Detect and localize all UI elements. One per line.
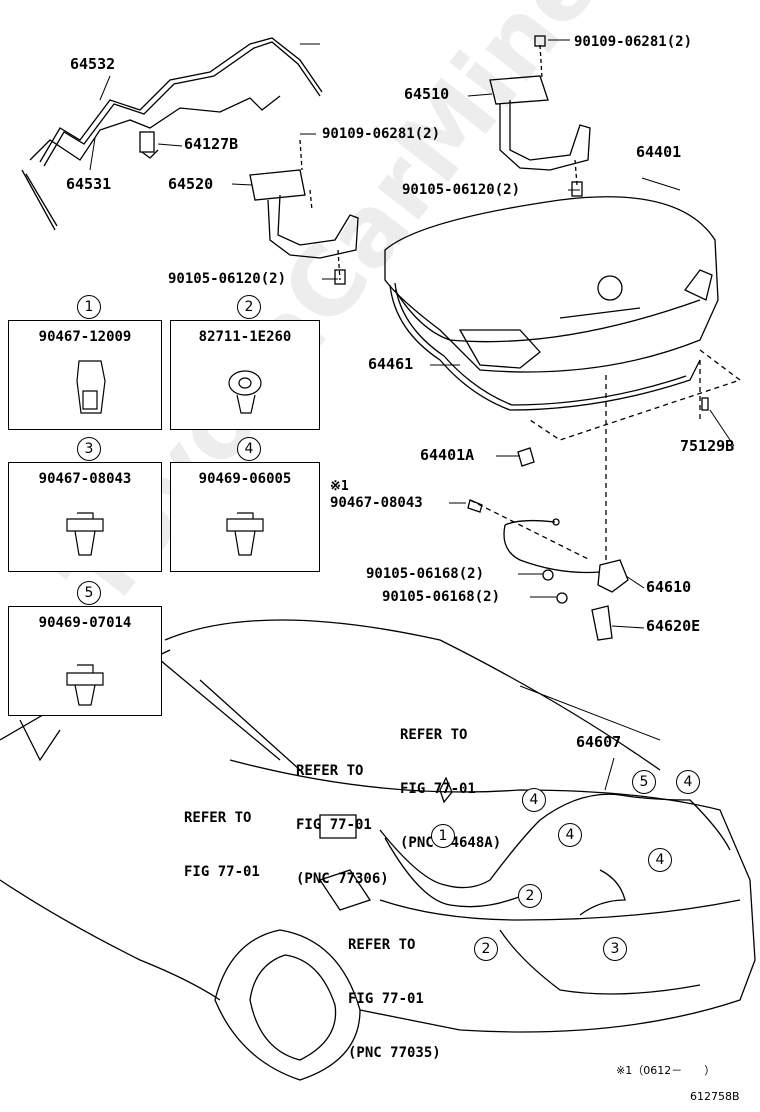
label-75129b: 75129B (680, 437, 735, 455)
callout-4c: 4 (648, 848, 672, 872)
clip-box-2-code: 82711-1E260 (198, 329, 292, 345)
callout-5: 5 (632, 770, 656, 794)
label-64607: 64607 (576, 733, 622, 751)
label-64610: 64610 (646, 578, 692, 596)
box-number-2: 2 (237, 295, 261, 319)
box-number-5: 5 (77, 581, 101, 605)
ref-line: REFER TO (184, 810, 252, 826)
dashed-guides (469, 349, 742, 561)
label-bolt-90109-06281-a: 90109-06281(2) (574, 34, 693, 50)
ref-line: FIG 77-01 (184, 864, 260, 880)
label-bolt-90105-06120-a: 90105-06120(2) (402, 182, 521, 198)
callout-2a: 2 (518, 884, 542, 908)
box-number-1: 1 (77, 295, 101, 319)
footer-note: ※1（0612－ ） (616, 1064, 716, 1077)
label-64461: 64461 (368, 355, 414, 373)
support-rod-64532 (39, 37, 323, 167)
clip-icon (76, 360, 106, 414)
hinge-64510 (489, 35, 591, 197)
ref-line: FIG 77-01 (348, 991, 424, 1007)
striker-64620e (591, 605, 613, 641)
clip-box-4-code: 90469-06005 (198, 471, 292, 487)
clip-icon (66, 512, 104, 556)
label-bolt-90109-06281-b: 90109-06281(2) (322, 126, 441, 142)
label-64401: 64401 (636, 143, 682, 161)
clip-box-1: 90467-12009 (8, 320, 162, 430)
label-64520: 64520 (168, 175, 214, 193)
label-bolt-90105-06168-b: 90105-06168(2) (382, 589, 501, 605)
label-clip-90467-08043: 90467-08043 (330, 495, 423, 511)
lock-64610 (467, 499, 629, 593)
label-64620e: 64620E (646, 617, 701, 635)
grommet-icon (228, 370, 262, 414)
clip-box-5: 90469-07014 (8, 606, 162, 716)
box-number-4: 4 (237, 437, 261, 461)
ref-note-64648a: REFER TO FIG 77-01 (PNC 64648A) (400, 690, 501, 888)
ref-line: (PNC 77035) (348, 1045, 441, 1061)
label-bolt-90105-06120-b: 90105-06120(2) (168, 271, 287, 287)
clip-box-2: 82711-1E260 (170, 320, 320, 430)
ref-note-77035: REFER TO FIG 77-01 (PNC 77035) (348, 900, 441, 1098)
car-body (0, 619, 756, 1081)
ref-line: FIG 77-01 (296, 817, 372, 833)
label-64127b: 64127B (184, 135, 239, 153)
weatherstrip-64461 (389, 282, 701, 411)
ref-line: REFER TO (296, 763, 364, 779)
bolt-90105-06168-b (556, 592, 568, 604)
ref-line: (PNC 77306) (296, 871, 389, 887)
leader-lines (89, 39, 735, 791)
label-64531: 64531 (66, 175, 112, 193)
callout-2b: 2 (474, 937, 498, 961)
wire-harness-64607 (319, 776, 731, 916)
clip-64127b (139, 131, 159, 159)
callout-4a: 4 (522, 788, 546, 812)
label-64401a: 64401A (420, 446, 475, 464)
ref-line: FIG 77-01 (400, 781, 476, 797)
label-note-x1: ※1 (330, 479, 349, 494)
clip-icon (226, 512, 264, 556)
ref-line: REFER TO (348, 937, 416, 953)
bolt-90105-06168-a (542, 569, 554, 581)
hinge-64520 (249, 139, 359, 285)
stopper-64401a (517, 447, 535, 467)
figure-code: 612758B (690, 1090, 740, 1103)
label-bolt-90105-06168-a: 90105-06168(2) (366, 566, 485, 582)
callout-1: 1 (431, 824, 455, 848)
callout-4d: 4 (676, 770, 700, 794)
ref-line: REFER TO (400, 727, 468, 743)
box-number-3: 3 (77, 437, 101, 461)
clip-box-1-code: 90467-12009 (38, 329, 132, 345)
clip-box-5-code: 90469-07014 (38, 615, 132, 631)
ref-note-77-01: REFER TO FIG 77-01 (184, 773, 260, 917)
label-64532: 64532 (70, 55, 116, 73)
clip-box-3-code: 90467-08043 (38, 471, 132, 487)
clip-icon (66, 664, 104, 706)
clip-box-4: 90469-06005 (170, 462, 320, 572)
callout-3: 3 (603, 937, 627, 961)
clip-box-3: 90467-08043 (8, 462, 162, 572)
clip-75129b (701, 397, 709, 411)
ref-line: (PNC 64648A) (400, 835, 502, 851)
ref-note-77306: REFER TO FIG 77-01 (PNC 77306) (296, 726, 389, 924)
callout-4b: 4 (558, 823, 582, 847)
support-rod-64531 (21, 95, 281, 231)
trunk-lid-64401 (384, 196, 719, 373)
label-64510: 64510 (404, 85, 450, 103)
